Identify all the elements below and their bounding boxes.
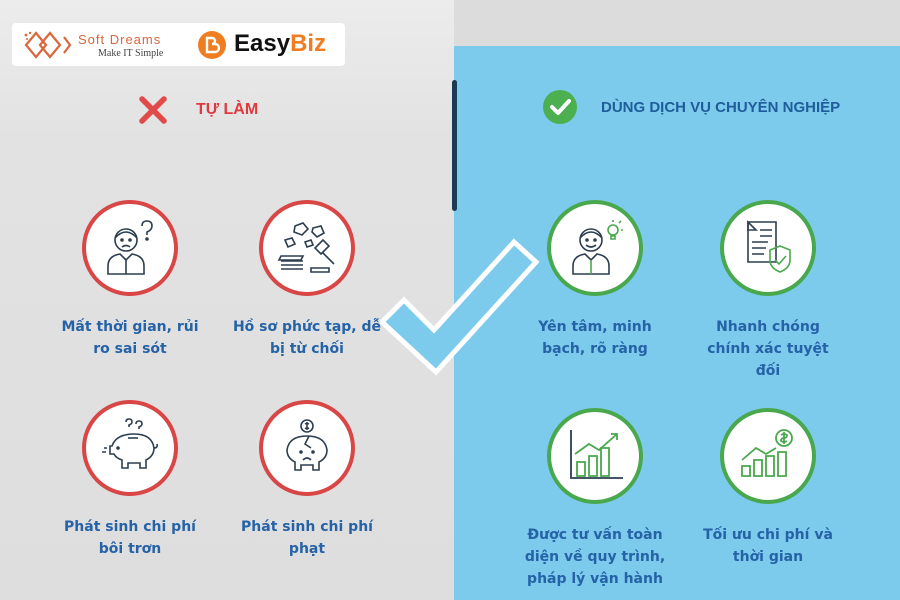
diy-item-label: Hồ sơ phức tạp, dễ bị từ chối (232, 319, 382, 357)
professional-title: DÙNG DỊCH VỤ CHUYÊN NGHIỆP (601, 98, 841, 116)
x-icon (139, 96, 167, 124)
diy-item-label: Mất thời gian, rủi ro sai sót (61, 319, 199, 357)
logo-bar: Soft Dreams Make IT Simple EasyBiz (12, 23, 345, 66)
professional-item-label: Tối ưu chi phí và thời gian (703, 527, 833, 565)
broken-piggy-bank-icon (259, 400, 355, 496)
professional-item: Được tư vấn toàn diện về quy trình, pháp… (520, 408, 670, 590)
professional-header: DÙNG DỊCH VỤ CHUYÊN NGHIỆP (543, 90, 840, 124)
professional-panel (454, 46, 900, 600)
confused-person-icon (82, 200, 178, 296)
diy-header: TỰ LÀM (138, 95, 258, 125)
paperwork-gavel-icon (259, 200, 355, 296)
professional-item-label: Được tư vấn toàn diện về quy trình, pháp… (524, 527, 666, 587)
diy-item-label: Phát sinh chi phí phạt (241, 519, 373, 557)
document-shield-icon (720, 200, 816, 296)
softdreams-logo-icon (24, 31, 72, 59)
cost-chart-dollar-icon (720, 408, 816, 504)
growth-chart-icon (547, 408, 643, 504)
professional-item: Tối ưu chi phí và thời gian (693, 408, 843, 568)
diy-item-label: Phát sinh chi phí bôi trơn (64, 519, 196, 557)
diy-item: Hồ sơ phức tạp, dễ bị từ chối (232, 200, 382, 360)
diy-panel (0, 0, 454, 600)
easybiz-logo-icon (198, 31, 226, 59)
divider (452, 80, 457, 211)
easybiz-name: EasyBiz (234, 30, 326, 58)
diy-item: Phát sinh chi phí phạt (232, 400, 382, 560)
diy-item: Phát sinh chi phí bôi trơn (55, 400, 205, 560)
happy-person-idea-icon (547, 200, 643, 296)
easybiz-name-prefix: Easy (234, 30, 291, 57)
piggy-bank-question-icon (82, 400, 178, 496)
easybiz-name-suffix: Biz (290, 30, 327, 57)
diy-title: TỰ LÀM (196, 101, 259, 118)
softdreams-tagline: Make IT Simple (98, 48, 164, 59)
professional-item: Nhanh chóng chính xác tuyệt đối (693, 200, 843, 382)
professional-item-label: Nhanh chóng chính xác tuyệt đối (707, 319, 829, 379)
diy-item: Mất thời gian, rủi ro sai sót (55, 200, 205, 360)
professional-item-label: Yên tâm, minh bạch, rõ ràng (538, 319, 652, 357)
softdreams-name: Soft Dreams (78, 32, 162, 47)
professional-item: Yên tâm, minh bạch, rõ ràng (520, 200, 670, 360)
check-circle-icon (543, 90, 577, 124)
large-checkmark-icon (380, 238, 540, 376)
